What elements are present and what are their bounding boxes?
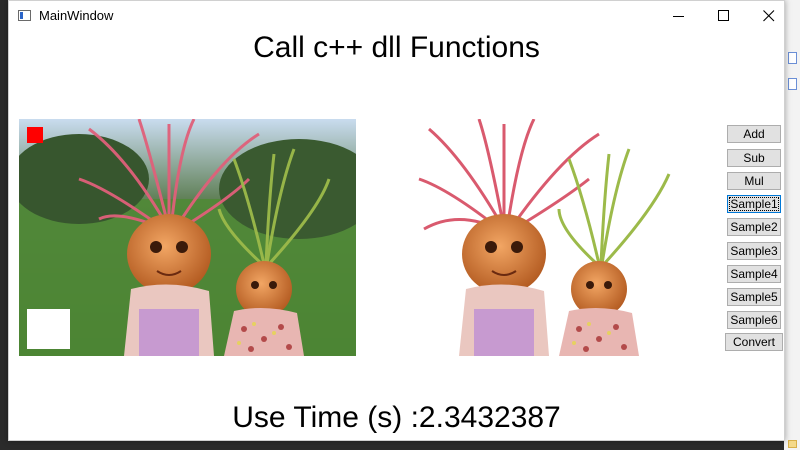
convert-button[interactable]: Convert (725, 333, 783, 351)
application-window-icon (18, 10, 31, 21)
sub-button[interactable]: Sub (727, 149, 781, 167)
red-marker-square (27, 127, 43, 143)
sample3-button[interactable]: Sample3 (727, 242, 781, 260)
close-button[interactable] (746, 1, 784, 31)
minimize-icon (673, 16, 684, 17)
sample4-button[interactable]: Sample4 (727, 265, 781, 283)
sample2-button[interactable]: Sample2 (727, 218, 781, 236)
background-file-icon (788, 52, 797, 64)
source-image (19, 119, 356, 356)
sample6-button[interactable]: Sample6 (727, 311, 781, 329)
use-time-label: Use Time (s) :2.3432387 (232, 401, 561, 434)
add-button[interactable]: Add (727, 125, 781, 143)
window-title: MainWindow (39, 8, 114, 23)
page-title: Call c++ dll Functions (253, 31, 540, 64)
background-folder-icon (788, 440, 797, 448)
main-window: MainWindow Call c++ dll Functions (8, 0, 785, 441)
background-file-icon (788, 78, 797, 90)
maximize-icon (718, 10, 729, 21)
title-bar[interactable]: MainWindow (9, 1, 784, 31)
sample5-button[interactable]: Sample5 (727, 288, 781, 306)
processed-image (399, 119, 699, 356)
close-icon (763, 10, 775, 22)
white-marker-square (27, 309, 70, 349)
minimize-button[interactable] (656, 1, 702, 31)
maximize-button[interactable] (701, 1, 747, 31)
sample1-button[interactable]: Sample1 (727, 195, 781, 213)
background-window-edge (784, 0, 800, 450)
mul-button[interactable]: Mul (727, 172, 781, 190)
